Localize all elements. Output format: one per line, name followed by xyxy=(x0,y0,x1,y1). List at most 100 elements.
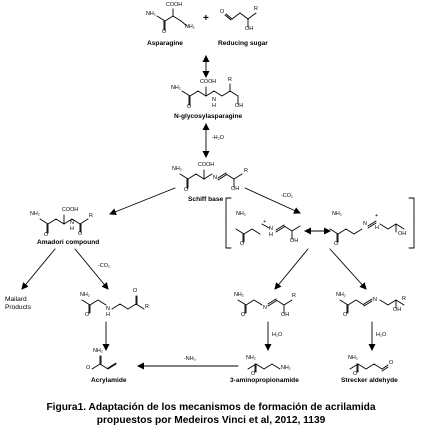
right-lower-intermediate xyxy=(339,298,405,314)
label-acrylamide: Acrylamide xyxy=(91,377,127,384)
atom-nh2: NH₂ xyxy=(172,166,182,172)
atom-o: O xyxy=(78,231,83,237)
atom-n: N xyxy=(213,175,217,181)
atom-r: R xyxy=(254,6,258,12)
atom-n: N xyxy=(269,226,273,232)
atom-n: N xyxy=(363,221,367,227)
atom-o: O xyxy=(187,104,192,110)
atom-o: O xyxy=(86,365,91,371)
atom-nh2: NH₂ xyxy=(234,292,244,298)
atom-oh: OH xyxy=(231,186,240,192)
atom-nh2: NH₂ xyxy=(336,292,346,298)
atom-cooh: COOH xyxy=(200,79,217,85)
atom-oh: OH xyxy=(245,26,254,32)
reducing-sugar-structure xyxy=(224,12,257,28)
arrow-bracket-to-right xyxy=(329,248,367,290)
atom-o: O xyxy=(44,232,49,238)
atom-nh2: NH₂ xyxy=(93,348,103,354)
atom-h: H xyxy=(106,312,110,318)
reaction-arrows xyxy=(21,55,376,370)
label-maillard-line2: Products xyxy=(5,304,32,311)
atom-o: O xyxy=(389,360,394,366)
label-asparagine: Asparagine xyxy=(147,40,183,47)
atom-o: O xyxy=(251,371,256,377)
atom-plus-charge: + xyxy=(263,219,267,225)
arrow-schiff-to-amadori xyxy=(109,187,176,216)
atom-h: H xyxy=(70,226,74,232)
condition-minus-co2-right: -CO₂ xyxy=(281,193,293,199)
atom-nh2: NH₂ xyxy=(171,85,181,91)
label-maillard-line1: Mailard xyxy=(5,296,27,303)
label-reducing-sugar: Reducing sugar xyxy=(218,40,268,47)
label-strecker-aldehyde: Strecker aldehyde xyxy=(341,377,398,384)
schiff-base-structure xyxy=(179,169,243,189)
atom-r: R xyxy=(402,296,406,302)
condition-minus-nh3: -NH₃ xyxy=(184,356,196,362)
atom-oh: OH xyxy=(398,231,407,237)
atom-h: H xyxy=(212,103,216,109)
atom-nh2: NH₂ xyxy=(146,11,156,17)
atom-oh: OH xyxy=(290,238,299,244)
label-n-glycosylasparagine: N-glycosylasparagine xyxy=(174,113,243,120)
condition-minus-h2o: -H₂O xyxy=(212,135,224,141)
atom-n: N xyxy=(373,297,377,303)
atom-o: O xyxy=(220,9,225,15)
left-lower-intermediate xyxy=(81,295,145,314)
atom-oh: OH xyxy=(281,312,290,318)
atom-r: R xyxy=(228,77,232,83)
atom-nh2: NH₂ xyxy=(185,24,195,30)
condition-minus-co2-left: -CO₂ xyxy=(98,263,110,269)
atom-n: N xyxy=(70,220,74,226)
figure-caption-line1: Figura1. Adaptación de los mecanismos de… xyxy=(46,402,376,413)
atom-nh2: NH₂ xyxy=(80,292,90,298)
atom-h: H xyxy=(269,232,273,238)
acrylamide-structure xyxy=(91,355,117,370)
atom-nh2: NH₂ xyxy=(332,211,342,217)
atom-n: N xyxy=(263,305,267,311)
atom-h: H xyxy=(375,225,379,231)
figure-caption-line2: propuestos por Medeiros Vinci et al, 201… xyxy=(96,415,326,426)
label-3-aminopropionamide: 3-aminopropionamide xyxy=(230,377,299,384)
atom-o: O xyxy=(343,312,348,318)
aminopropionamide-structure xyxy=(247,363,281,373)
atom-o: O xyxy=(240,241,245,247)
atom-cooh: COOH xyxy=(166,2,183,8)
asparagine-structure xyxy=(156,8,188,31)
amadori-structure xyxy=(39,214,89,234)
middle-lower-intermediate xyxy=(237,298,293,314)
atom-nh2: NH₂ xyxy=(246,355,256,361)
plus-sign: + xyxy=(203,13,209,24)
atom-oh: OH xyxy=(393,307,402,313)
strecker-aldehyde-structure xyxy=(349,363,389,373)
label-amadori-compound: Amadori compound xyxy=(37,239,100,246)
atom-nh2: NH₂ xyxy=(348,355,358,361)
atom-o: O xyxy=(162,29,167,35)
atom-nh2: NH₂ xyxy=(281,365,291,371)
arrow-schiff-to-bracket xyxy=(244,187,301,214)
arrow-amadori-to-maillard xyxy=(21,248,56,290)
atom-nh2: NH₂ xyxy=(30,211,40,217)
n-glycosyl-structure xyxy=(181,83,239,106)
atom-o: O xyxy=(241,312,246,318)
atom-nh2: NH₂ xyxy=(236,211,246,217)
atom-o: O xyxy=(133,288,138,294)
arrow-bracket-to-middle xyxy=(274,248,309,290)
atom-r: R xyxy=(89,213,93,219)
condition-h2o-right: H₂O xyxy=(376,332,387,338)
atom-r: R xyxy=(244,168,248,174)
atom-r: R xyxy=(145,304,149,310)
atom-o: O xyxy=(334,241,339,247)
atom-oh: OH xyxy=(235,103,244,109)
atom-o: O xyxy=(85,312,90,318)
arrow-amadori-to-intermediate xyxy=(74,248,109,290)
resonance-structures xyxy=(225,197,415,249)
atom-r: R xyxy=(292,293,296,299)
atom-plus-charge: + xyxy=(375,213,379,219)
label-schiff-base: Schiff base xyxy=(188,196,224,203)
atom-n: N xyxy=(212,97,216,103)
atom-cooh: COOH xyxy=(62,207,79,213)
atom-n: N xyxy=(106,306,110,312)
atom-o: O xyxy=(184,187,189,193)
